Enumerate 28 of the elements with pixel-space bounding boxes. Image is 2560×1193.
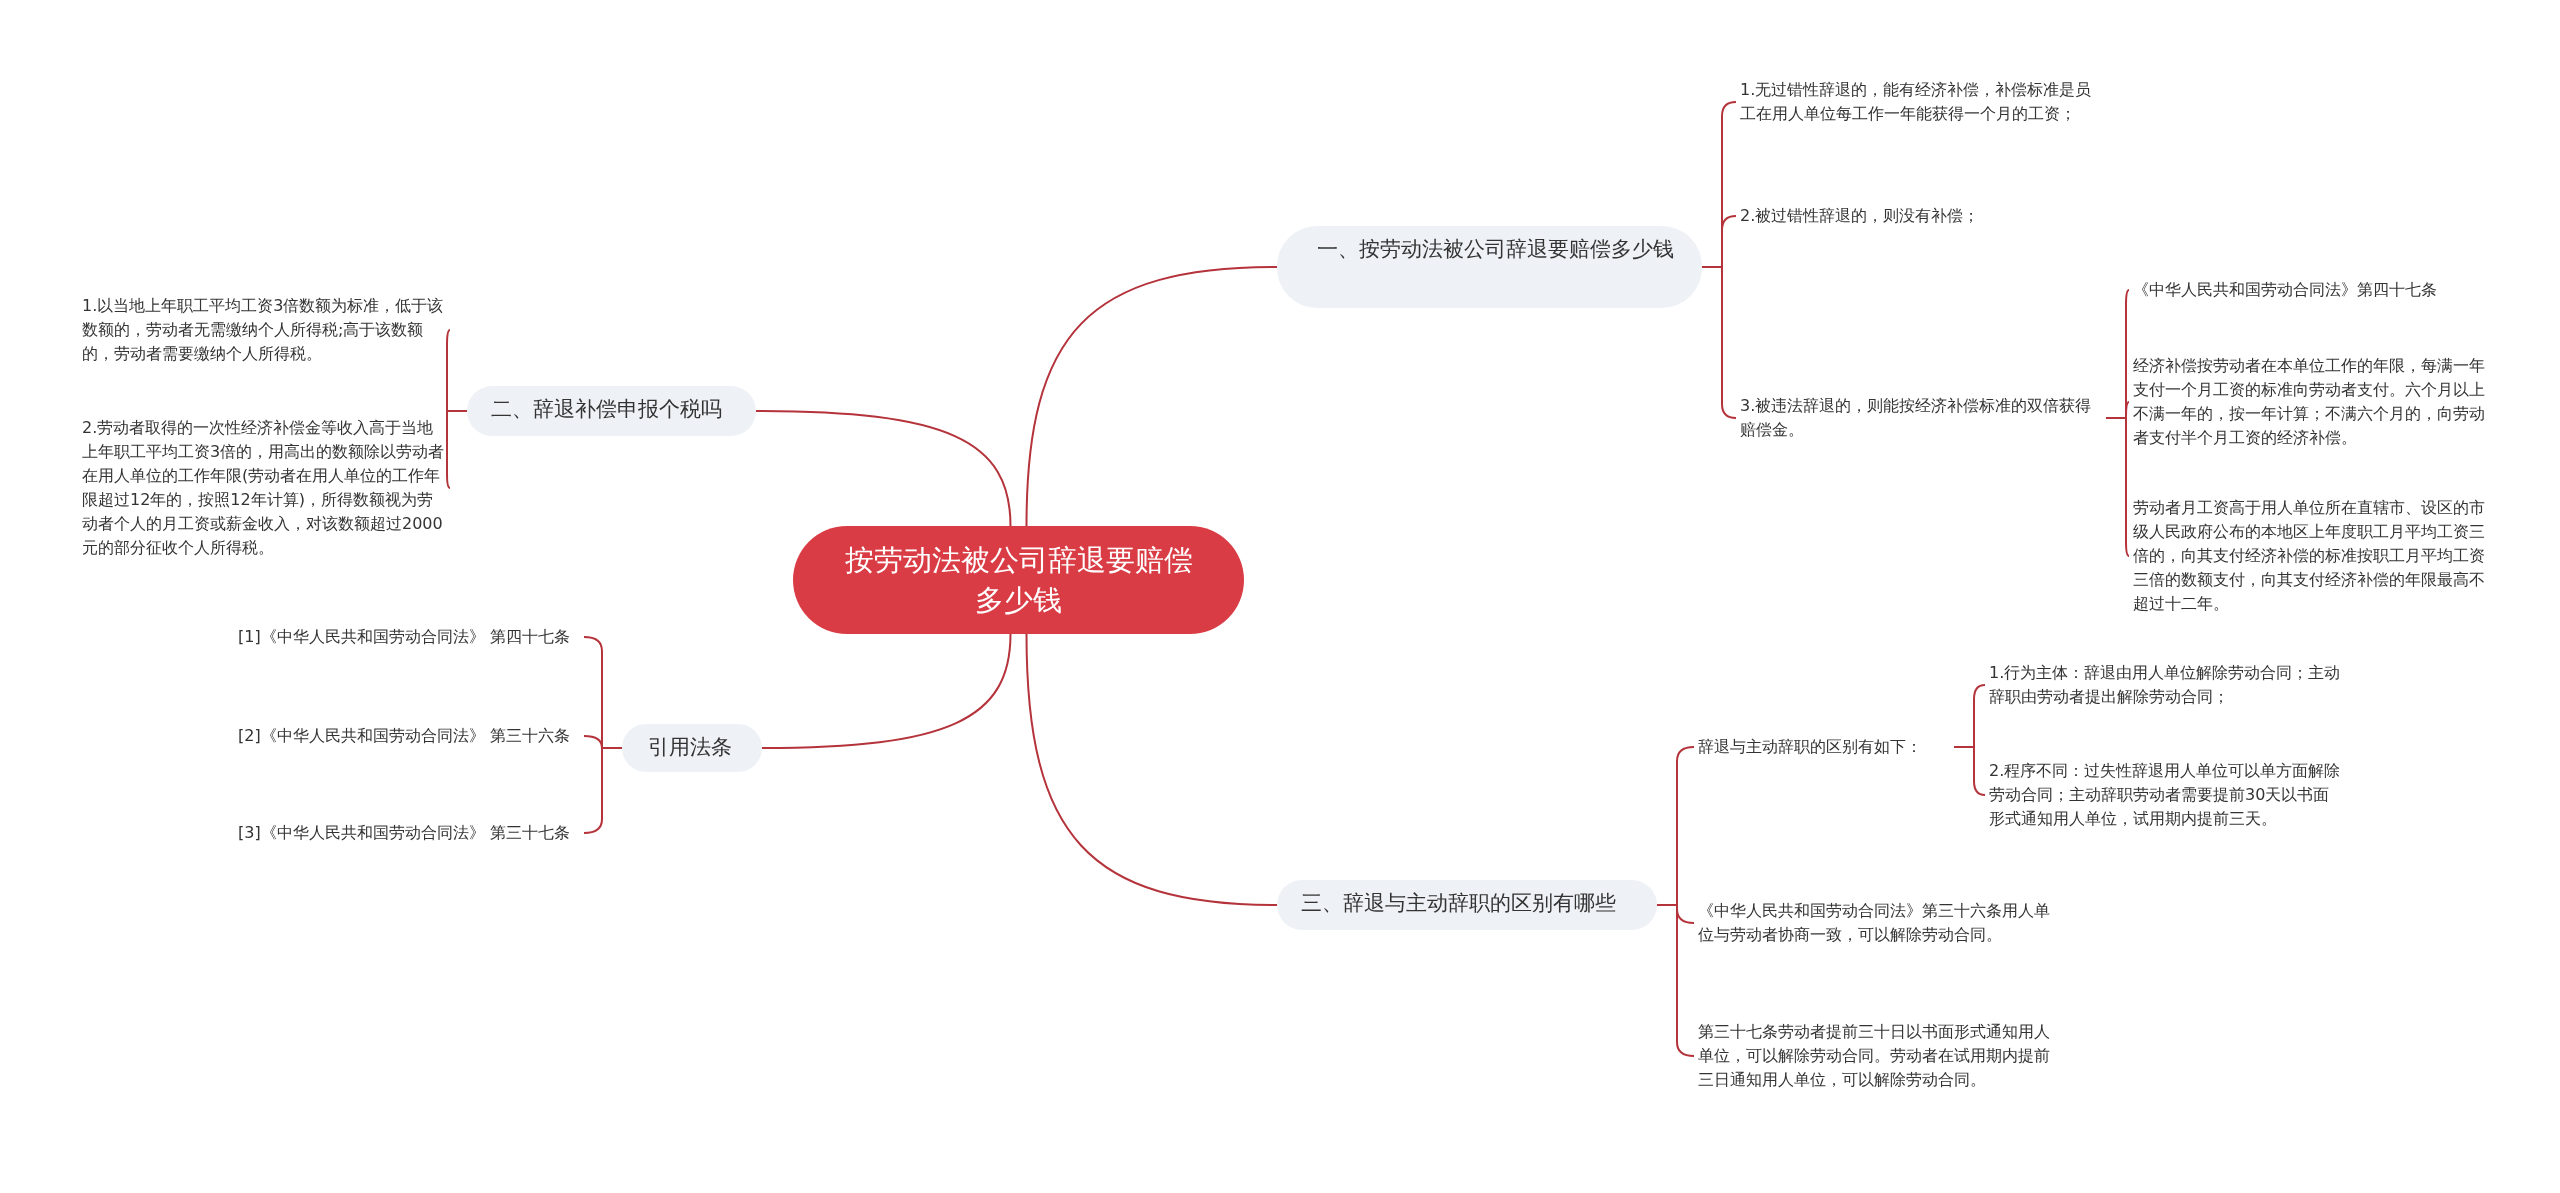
topic-text: 经济补偿按劳动者在本单位工作的年限，每满一年支付一个月工资的标准向劳动者支付。六个月以上不满一年的，按一年计算；不满六个月的，向劳动者支付半个月工资的经济补偿。 — [2129, 352, 2501, 452]
connector-line — [1025, 266, 1278, 527]
topic-box: 一、按劳动法被公司辞退要赔偿多少钱 — [1277, 226, 1702, 308]
topic-text: 第三十七条劳动者提前三十日以书面形式通知用人单位，可以解除劳动合同。劳动者在试用期内提前三日通知用人单位，可以解除劳动合同。 — [1694, 1018, 2054, 1094]
topic-text: 1.以当地上年职工平均工资3倍数额为标准，低于该数额的，劳动者无需缴纳个人所得税;高于该数额的，劳动者需要缴纳个人所得税。 — [78, 292, 450, 368]
connector-line — [1025, 633, 1278, 906]
topic-text: 辞退与主动辞职的区别有如下： — [1694, 733, 1954, 761]
topic-text: [3]《中华人民共和国劳动合同法》 第三十七条 — [234, 819, 584, 847]
topic-text: [1]《中华人民共和国劳动合同法》 第四十七条 — [234, 623, 584, 651]
topic-box: 三、辞退与主动辞职的区别有哪些 — [1277, 880, 1657, 930]
connector-line — [755, 410, 1012, 527]
connector-line — [583, 747, 623, 834]
topic-box: 二、辞退补偿申报个税吗 — [467, 386, 756, 436]
topic-box: 引用法条 — [622, 724, 762, 772]
topic-text: 2.被过错性辞退的，则没有补偿； — [1736, 202, 2106, 230]
topic-text: 2.程序不同：过失性辞退用人单位可以单方面解除劳动合同；主动辞职劳动者需要提前30天以书面形式通知用人单位，试用期内提前三天。 — [1985, 757, 2349, 833]
connector-line — [761, 633, 1012, 749]
central-topic-box: 按劳动法被公司辞退要赔偿多少钱 — [793, 526, 1244, 634]
topic-text: 1.行为主体：辞退由用人单位解除劳动合同；主动辞职由劳动者提出解除劳动合同； — [1985, 659, 2345, 711]
topic-text: 3.被违法辞退的，则能按经济补偿标准的双倍获得赔偿金。 — [1736, 392, 2106, 444]
topic-text: 《中华人民共和国劳动合同法》第四十七条 — [2129, 276, 2519, 304]
connector-line — [446, 410, 468, 489]
topic-text: 《中华人民共和国劳动合同法》第三十六条用人单位与劳动者协商一致，可以解除劳动合同。 — [1694, 897, 2054, 949]
topic-text: [2]《中华人民共和国劳动合同法》 第三十六条 — [234, 722, 584, 750]
connector-line — [2105, 417, 2130, 557]
topic-text: 1.无过错性辞退的，能有经济补偿，补偿标准是员工在用人单位每工作一年能获得一个月的工资； — [1736, 76, 2106, 128]
topic-text: 劳动者月工资高于用人单位所在直辖市、设区的市级人民政府公布的本地区上年度职工月平均工资三倍的，向其支付经济补偿的标准按职工月平均工资三倍的数额支付，向其支付经济补偿的年限最高不超过十二年。 — [2129, 494, 2501, 618]
topic-text: 2.劳动者取得的一次性经济补偿金等收入高于当地上年职工平均工资3倍的，用高出的数额除以劳动者在用人单位的工作年限(劳动者在用人单位的工作年限超过12年的，按照12年计算)，所得数额视为劳动者个人的月工资或薪金收入，对该数额超过2000元的部分征收个人所得税。 — [78, 414, 450, 562]
